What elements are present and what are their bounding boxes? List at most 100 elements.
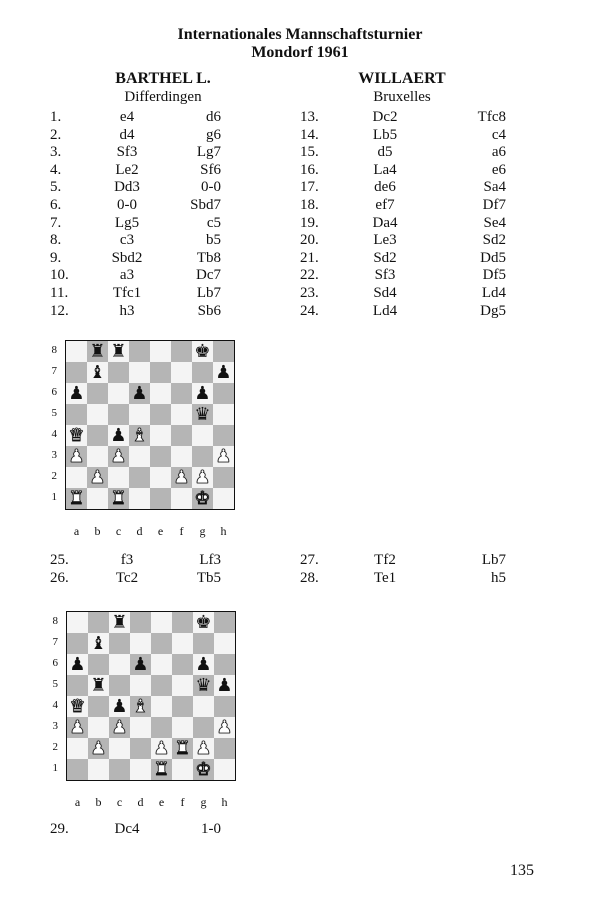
chess-diagram-after-move-28: ♜♚♝♟♟♟♜♛♟♛♟♝♟♟♟♟♟♜♟♜♚	[66, 611, 236, 781]
board-square	[214, 759, 235, 780]
board-square	[193, 633, 214, 654]
board-square	[130, 612, 151, 633]
move-number: 8.	[50, 232, 62, 249]
board-square	[172, 759, 193, 780]
board-square	[108, 404, 129, 425]
board-square	[129, 425, 150, 446]
black-move: d6	[206, 109, 221, 125]
white-move: Le3	[373, 232, 397, 249]
white-king-icon: ♚	[195, 759, 212, 781]
board-square	[193, 759, 214, 780]
board-square	[129, 341, 150, 362]
board-square	[109, 759, 130, 780]
rank-label: 5	[52, 678, 59, 690]
black-bishop-icon: ♝	[90, 633, 107, 654]
board-square	[87, 383, 108, 404]
board-square	[150, 488, 171, 509]
black-move: h5	[491, 569, 506, 586]
board-square	[130, 696, 151, 717]
board-square	[213, 425, 234, 446]
white-pawn-icon: ♟	[90, 738, 107, 760]
file-label: h	[220, 524, 227, 538]
board-square	[172, 675, 193, 696]
board-square	[171, 488, 192, 509]
board-square	[171, 446, 192, 467]
black-move: b5	[206, 232, 221, 249]
board-square	[151, 675, 172, 696]
board-square	[87, 341, 108, 362]
white-pawn-icon: ♟	[194, 467, 211, 489]
board-square	[213, 341, 234, 362]
board-square	[150, 404, 171, 425]
rank-label: 4	[51, 428, 58, 440]
white-move: Dc4	[114, 821, 140, 837]
white-move: d4	[119, 126, 135, 143]
board-square	[213, 404, 234, 425]
white-move: e4	[119, 109, 135, 125]
rank-label: 8	[51, 344, 58, 356]
rank-label: 1	[51, 491, 58, 503]
black-move: c4	[491, 126, 506, 143]
move-number: 9.	[50, 249, 62, 266]
board-square	[108, 383, 129, 404]
white-pawn-icon: ♟	[89, 467, 106, 489]
board-square	[67, 633, 88, 654]
move-number: 15.	[300, 144, 319, 161]
board-square	[172, 738, 193, 759]
board-square	[88, 675, 109, 696]
rank-label: 1	[52, 762, 59, 774]
board-square	[108, 488, 129, 509]
board-square	[66, 383, 87, 404]
black-player-city: Bruxelles	[373, 89, 431, 105]
board-square	[150, 467, 171, 488]
board-square	[214, 633, 235, 654]
black-move: Se4	[483, 214, 507, 231]
board-square	[129, 488, 150, 509]
file-label: f	[179, 524, 184, 538]
move-number: 18.	[300, 196, 319, 213]
board-square	[109, 612, 130, 633]
board-square	[88, 612, 109, 633]
board-square	[67, 696, 88, 717]
white-pawn-icon: ♟	[111, 717, 128, 739]
page-number: 135	[510, 862, 534, 879]
file-label: a	[73, 524, 80, 538]
move-number: 20.	[300, 232, 319, 249]
white-move: Sf3	[374, 267, 396, 284]
board-square	[151, 612, 172, 633]
white-player: BARTHEL L. Differdingen	[73, 70, 253, 106]
white-queen-icon: ♛	[69, 696, 86, 718]
black-move: Dd5	[480, 249, 506, 266]
move-number: 27.	[300, 552, 319, 568]
board-square	[109, 738, 130, 759]
black-move: e6	[491, 161, 506, 178]
board-square	[87, 362, 108, 383]
black-move: Sb6	[197, 302, 221, 319]
board-square	[67, 612, 88, 633]
white-move: c3	[119, 232, 135, 249]
board-square	[172, 654, 193, 675]
board-square	[150, 383, 171, 404]
black-pawn-icon: ♟	[68, 383, 85, 404]
board-square	[214, 612, 235, 633]
move-number: 5.	[50, 179, 62, 196]
file-label: h	[221, 795, 228, 809]
board-square	[67, 717, 88, 738]
move-number: 29.	[50, 821, 69, 837]
board-square	[213, 467, 234, 488]
board-square	[109, 633, 130, 654]
black-move: Sa4	[483, 179, 507, 196]
board-square	[66, 362, 87, 383]
white-pawn-icon: ♟	[110, 446, 127, 468]
board-square	[108, 341, 129, 362]
